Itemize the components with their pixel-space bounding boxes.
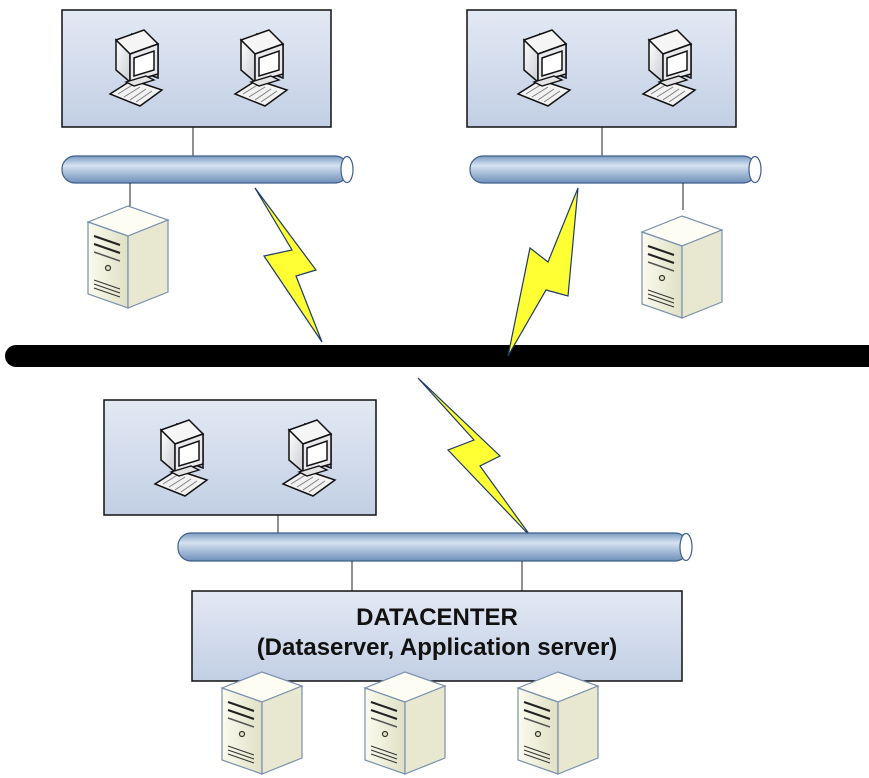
site-bottom: [103, 399, 693, 775]
tower-server-icon: [87, 205, 169, 309]
desktop-computer-icon: [642, 29, 696, 107]
desktop-computer-icon: [282, 419, 336, 497]
datacenter-title: DATACENTER: [356, 604, 518, 631]
lan-pipe: [61, 155, 354, 184]
workstation-group-box: [61, 9, 332, 128]
lightning-icon: [254, 187, 323, 343]
lan-pipe: [177, 532, 693, 562]
site-top-right: [466, 9, 762, 319]
desktop-computer-icon: [234, 29, 288, 107]
workstation-group-box: [466, 9, 737, 128]
desktop-computer-icon: [109, 29, 163, 107]
workstation-group-box: [103, 399, 377, 516]
tower-server-icon: [641, 215, 723, 319]
desktop-computer-icon: [154, 419, 208, 497]
lightning-icon: [507, 187, 579, 357]
tower-server-icon: [221, 671, 303, 775]
lan-pipe: [469, 155, 762, 184]
site-top-left: [61, 9, 354, 309]
datacenter-box: [191, 590, 683, 682]
lightning-icon: [417, 377, 533, 539]
tower-server-icon: [364, 671, 446, 775]
desktop-computer-icon: [517, 29, 571, 107]
datacenter-subtitle: (Dataserver, Application server): [256, 634, 618, 661]
tower-server-icon: [517, 671, 599, 775]
datacenter-label: DATACENTER (Dataserver, Application serv…: [192, 591, 682, 681]
